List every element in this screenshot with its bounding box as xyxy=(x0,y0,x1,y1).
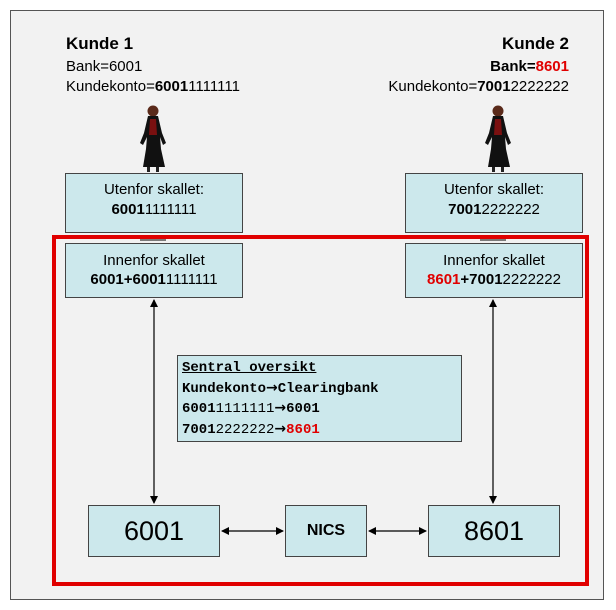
nics-box: NICS xyxy=(285,505,367,557)
bank-box-right: 8601 xyxy=(428,505,560,557)
central-row2-bank: 8601 xyxy=(286,421,320,438)
bank-box-left: 6001 xyxy=(88,505,220,557)
outside-account-bold: 7001 xyxy=(448,201,482,218)
customer1-account: Kundekonto=60011111111 xyxy=(66,78,240,95)
arrow-right-icon: → xyxy=(266,379,278,396)
customer1-account-prefix: Kundekonto= xyxy=(66,78,155,95)
customer1-bank: Bank=6001 xyxy=(66,58,143,75)
central-row2-rest: 2222222 xyxy=(215,421,275,438)
inside-shell-box-customer2: Innenfor skallet 8601+70012222222 xyxy=(405,243,583,298)
inside-account-red: 8601 xyxy=(427,271,461,288)
customer1-account-rest: 1111111 xyxy=(188,78,240,95)
arrow-right-icon: → xyxy=(274,400,287,416)
customer2-account-rest: 2222222 xyxy=(510,78,569,95)
central-title: Sentral oversikt xyxy=(182,360,317,376)
outside-label: Utenfor skallet: xyxy=(443,181,545,198)
inside-label: Innenfor skallet xyxy=(443,252,545,269)
customer1-account-bold: 6001 xyxy=(154,78,189,95)
outside-shell-box-customer1: Utenfor skallet: 60011111111 xyxy=(65,173,243,233)
customer2-bank-label: Bank= xyxy=(490,58,536,75)
central-header: Kundekonto→Clearingbank xyxy=(182,379,461,400)
outside-account-bold: 6001 xyxy=(111,201,145,218)
inside-label: Innenfor skallet xyxy=(103,252,205,269)
outside-label: Utenfor skallet: xyxy=(103,181,205,198)
arrow-right-icon: → xyxy=(274,420,287,437)
outside-account-rest: 2222222 xyxy=(481,201,540,218)
inside-account-bold: +7001 xyxy=(460,271,503,288)
central-row1-bank: 6001 xyxy=(286,401,320,417)
inside-account-bold: 6001+6001 xyxy=(90,271,166,288)
outside-account-rest: 1111111 xyxy=(144,201,197,218)
customer2-account: Kundekonto=70012222222 xyxy=(388,78,569,95)
central-header-right: Clearingbank xyxy=(277,380,379,397)
inside-shell-box-customer1: Innenfor skallet 6001+60011111111 xyxy=(65,243,243,298)
customer2-bank: Bank=8601 xyxy=(490,58,569,75)
central-row-1: 60011111111→6001 xyxy=(182,399,461,420)
customer2-account-bold: 7001 xyxy=(477,78,511,95)
central-row-2: 70012222222→8601 xyxy=(182,420,461,441)
central-overview-box: Sentral oversikt Kundekonto→Clearingbank… xyxy=(177,355,462,442)
central-header-left: Kundekonto xyxy=(182,380,267,397)
central-row2-bold: 7001 xyxy=(182,421,216,438)
customer2-account-prefix: Kundekonto= xyxy=(388,78,478,95)
customer2-title: Kunde 2 xyxy=(501,34,569,53)
inside-account-rest: 2222222 xyxy=(502,271,561,288)
outside-shell-box-customer2: Utenfor skallet: 70012222222 xyxy=(405,173,583,233)
inside-account-rest: 1111111 xyxy=(165,271,218,288)
customer2-bank-value: 8601 xyxy=(535,58,569,75)
customer1-title: Kunde 1 xyxy=(66,34,134,53)
central-row1-bold: 6001 xyxy=(182,401,216,417)
central-row1-rest: 1111111 xyxy=(215,401,275,417)
